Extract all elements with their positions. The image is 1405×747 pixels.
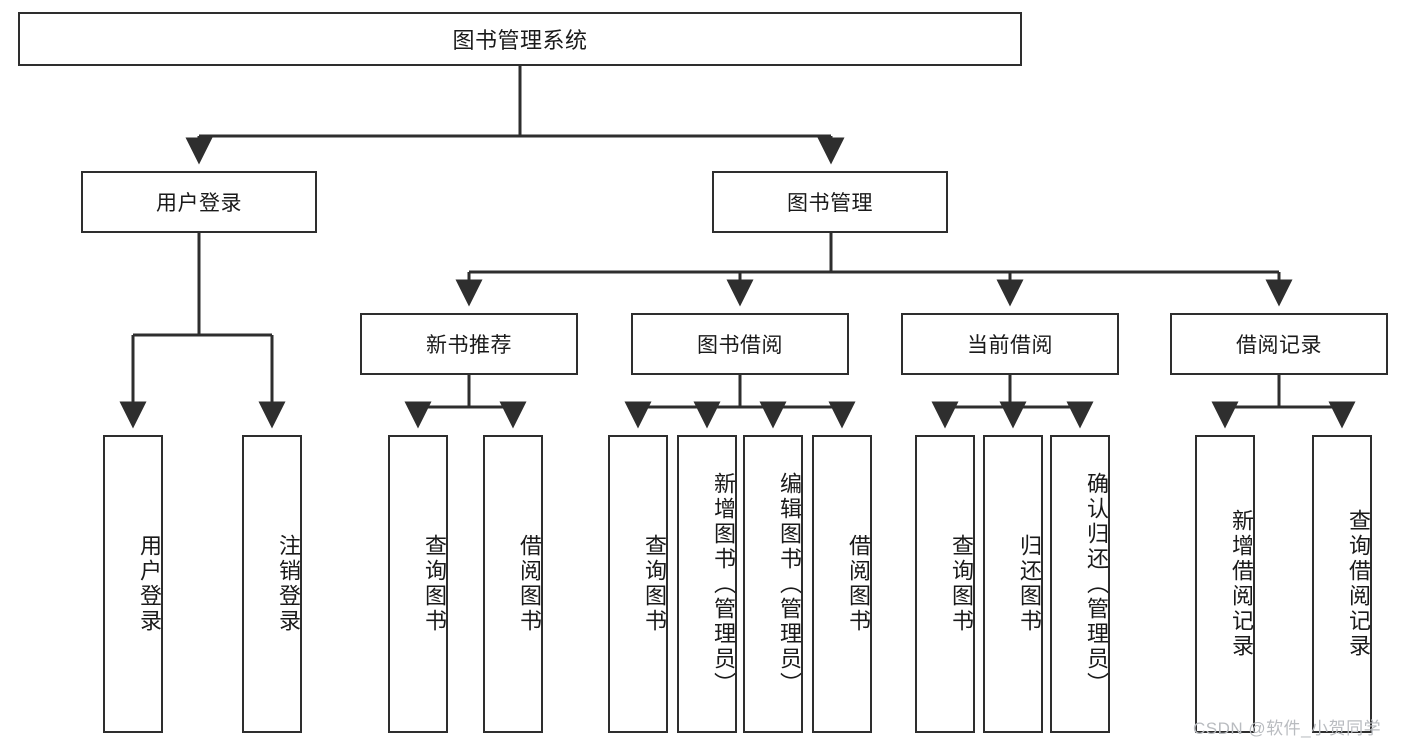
node-current-borrow[interactable]: 当前借阅 (901, 313, 1119, 375)
leaf-new-book-query[interactable]: 查询图书 (388, 435, 448, 733)
watermark-csdn: CSDN @软件_小贺同学 (1193, 719, 1382, 738)
node-borrow-record[interactable]: 借阅记录 (1170, 313, 1388, 375)
leaf-borrow-borrow-book[interactable]: 借阅图书 (812, 435, 872, 733)
node-new-book-recommend[interactable]: 新书推荐 (360, 313, 578, 375)
leaf-borrow-edit-book-admin[interactable]: 编辑图书（管理员） (743, 435, 803, 733)
leaf-new-book-borrow[interactable]: 借阅图书 (483, 435, 543, 733)
node-book-borrow[interactable]: 图书借阅 (631, 313, 849, 375)
node-user-login[interactable]: 用户登录 (81, 171, 317, 233)
leaf-current-query-book[interactable]: 查询图书 (915, 435, 975, 733)
leaf-user-login-logout[interactable]: 注销登录 (242, 435, 302, 733)
leaf-record-query-borrow-record[interactable]: 查询借阅记录 (1312, 435, 1372, 733)
leaf-borrow-add-book-admin[interactable]: 新增图书（管理员） (677, 435, 737, 733)
leaf-current-confirm-return-admin[interactable]: 确认归还（管理员） (1050, 435, 1110, 733)
leaf-current-return-book[interactable]: 归还图书 (983, 435, 1043, 733)
leaf-user-login-login[interactable]: 用户登录 (103, 435, 163, 733)
node-root-system[interactable]: 图书管理系统 (18, 12, 1022, 66)
leaf-borrow-query-book[interactable]: 查询图书 (608, 435, 668, 733)
node-book-management[interactable]: 图书管理 (712, 171, 948, 233)
leaf-record-add-borrow-record[interactable]: 新增借阅记录 (1195, 435, 1255, 733)
